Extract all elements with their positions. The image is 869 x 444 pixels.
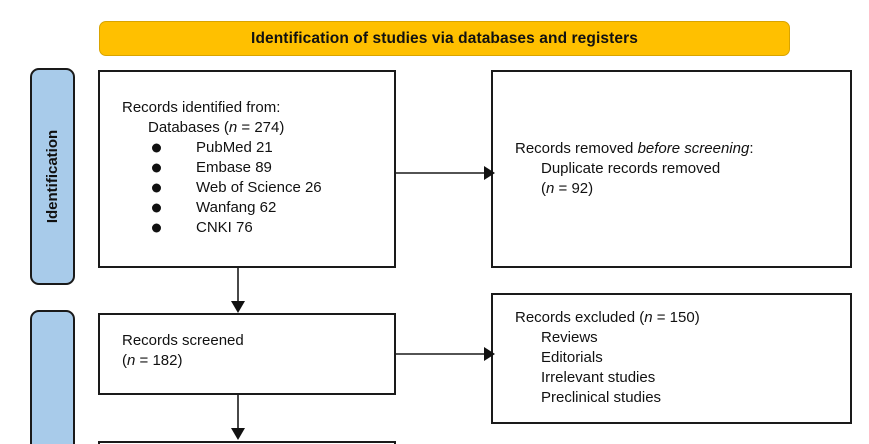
records-excluded-lead-prefix: Records excluded ( xyxy=(515,309,645,326)
arrow-right-icon xyxy=(396,347,495,361)
list-item: Preclinical studies xyxy=(541,388,662,406)
box-records-screened: Records screened (n = 182) xyxy=(98,313,396,395)
arrow-down-icon xyxy=(231,395,245,440)
box-next-stage-partial xyxy=(98,441,396,444)
records-identified-databases-count: Databases (n = 274) xyxy=(122,118,394,138)
records-screened-count: (n = 182) xyxy=(122,351,394,371)
exclusion-reason-list: Reviews Editorials Irrelevant studies Pr… xyxy=(515,328,850,408)
arrow-down-icon xyxy=(231,268,245,313)
box-records-removed: Records removed before screening: Duplic… xyxy=(491,70,852,268)
records-excluded-lead: Records excluded (n = 150) xyxy=(515,308,850,328)
records-removed-lead-emphasis: before screening xyxy=(637,140,750,158)
records-screened-lead: Records screened xyxy=(122,332,244,349)
databases-count-prefix: Databases ( xyxy=(148,118,229,136)
bullet-dot-icon xyxy=(152,223,161,233)
bullet-dot-icon xyxy=(152,203,161,213)
records-removed-count-n: n xyxy=(546,179,555,197)
stage-tab-identification: Identification xyxy=(30,68,75,285)
records-excluded-lead-n: n xyxy=(644,309,653,326)
records-excluded-lead-suffix: = 150) xyxy=(652,309,700,326)
bullet-dot-icon xyxy=(152,163,161,173)
list-item: Editorials xyxy=(541,348,603,366)
records-removed-lead-prefix: Records removed xyxy=(515,140,638,158)
records-removed-detail: Duplicate records removed xyxy=(541,160,721,178)
list-item: Reviews xyxy=(541,328,598,346)
box-records-excluded: Records excluded (n = 150) Reviews Edito… xyxy=(491,293,852,424)
database-name: Wanfang 62 xyxy=(196,198,277,216)
phase-banner-label: Identification of studies via databases … xyxy=(251,29,638,47)
stage-tab-screening xyxy=(30,310,75,444)
connector-screened-to-next xyxy=(229,395,247,441)
records-removed-count-prefix: ( xyxy=(541,179,546,197)
list-item: CNKI 76 xyxy=(148,218,394,238)
list-item: PubMed 21 xyxy=(148,138,394,158)
arrow-right-icon xyxy=(396,166,495,180)
records-removed-count-suffix: = 92) xyxy=(554,179,594,197)
records-screened-count-prefix: ( xyxy=(122,351,127,369)
box-records-identified: Records identified from: Databases (n = … xyxy=(98,70,396,268)
records-removed-count: (n = 92) xyxy=(515,179,753,199)
database-name: Embase 89 xyxy=(196,158,272,176)
list-item: Web of Science 26 xyxy=(148,178,394,198)
database-name: PubMed 21 xyxy=(196,138,273,156)
connector-identified-to-screened xyxy=(229,268,247,314)
list-item: Embase 89 xyxy=(148,158,394,178)
records-identified-lead: Records identified from: xyxy=(122,99,281,116)
bullet-dot-icon xyxy=(152,183,161,193)
records-screened-count-suffix: = 182) xyxy=(135,351,183,369)
phase-banner-identification: Identification of studies via databases … xyxy=(99,21,790,56)
list-item: Irrelevant studies xyxy=(541,368,656,386)
connector-screened-to-excluded xyxy=(396,345,496,363)
databases-count-suffix: = 274) xyxy=(237,118,285,136)
records-removed-lead: Records removed before screening: xyxy=(515,139,753,159)
list-item: Wanfang 62 xyxy=(148,198,394,218)
records-removed-lead-suffix: : xyxy=(749,140,754,158)
bullet-dot-icon xyxy=(152,143,161,153)
database-list: PubMed 21 Embase 89 Web of Science 26 Wa… xyxy=(122,138,394,238)
stage-tab-identification-label: Identification xyxy=(44,129,61,224)
databases-count-n: n xyxy=(228,118,238,136)
database-name: Web of Science 26 xyxy=(196,178,322,196)
database-name: CNKI 76 xyxy=(196,218,253,236)
records-screened-count-n: n xyxy=(127,351,136,369)
connector-identified-to-removed xyxy=(396,164,496,182)
